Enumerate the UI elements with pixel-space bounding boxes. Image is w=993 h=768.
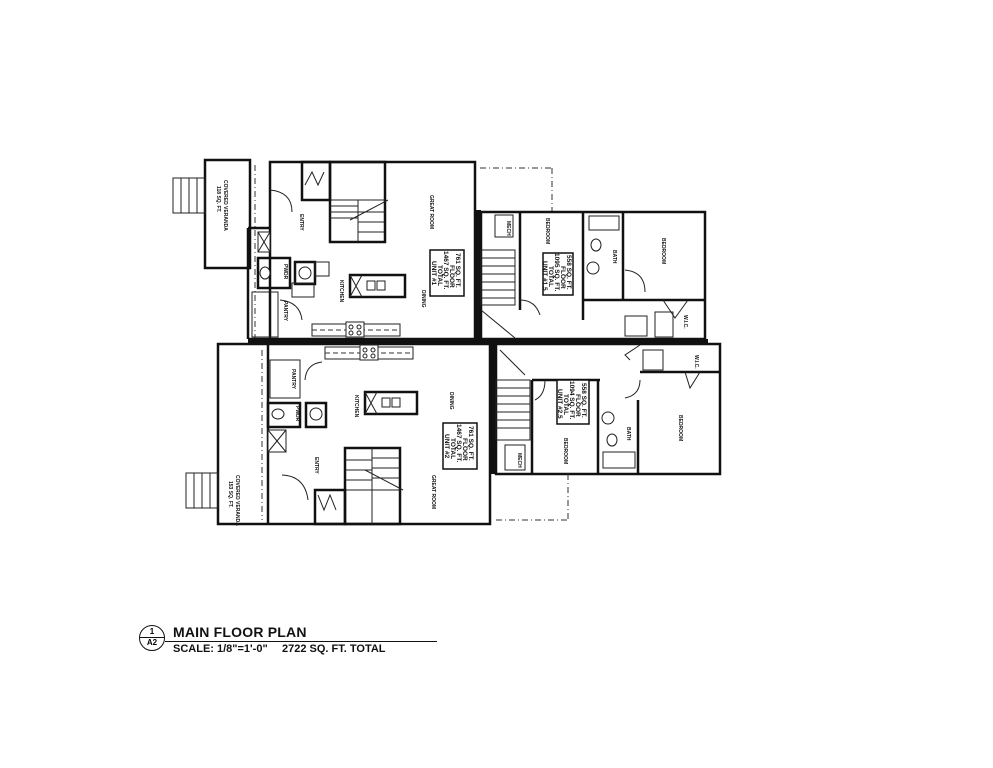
unit-2-total-label: TOTAL <box>449 438 456 459</box>
bedroom-2-5a-label: BEDROOM <box>562 438 568 464</box>
unit-1-total-area: 1467 SQ. FT. <box>442 251 449 289</box>
unit-2-floor-label: FLOOR <box>461 438 468 461</box>
unit-1-floor-label: FLOOR <box>448 265 455 288</box>
veranda-2-area: 153 SQ. FT. <box>227 481 233 508</box>
pwdr-2-label: PWDR <box>294 406 300 422</box>
sheet-number: A2 <box>146 638 158 647</box>
wic-2-5-label: W.I.C. <box>693 355 699 369</box>
unit-1-5-unit-label: UNIT #1.5 <box>541 261 548 291</box>
drawing-total-area: 2722 SQ. FT. TOTAL <box>282 643 386 655</box>
detail-bubble: 1 A2 <box>139 625 165 651</box>
party-wall-lower <box>490 344 496 474</box>
kitchen-2-label: KITCHEN <box>353 395 359 418</box>
unit-1-total-label: TOTAL <box>436 265 443 286</box>
unit-2-area-box <box>442 422 478 470</box>
unit-1-plan: 761 SQ. FT. FLOOR 1467 SQ. FT. TOTAL UNI… <box>172 158 477 341</box>
entry-2-label: ENTRY <box>313 457 319 474</box>
veranda-1-label: COVERED VERANDA <box>222 180 228 231</box>
bath-2-5-label: BATH <box>625 427 631 441</box>
pantry-1-label: PANTRY <box>282 301 288 322</box>
pantry-2-label: PANTRY <box>290 369 296 390</box>
bedroom-1-5a-label: BEDROOM <box>544 218 550 244</box>
entry-1-label: ENTRY <box>298 214 304 231</box>
mech-2-5-label: MECH <box>516 453 522 468</box>
bedroom-2-5b-label: BEDROOM <box>677 415 683 441</box>
unit-2-5-floor-label: FLOOR <box>574 394 581 417</box>
mech-1-5-label: MECH <box>505 221 511 236</box>
unit-2-5-unit-label: UNIT #2.5 <box>556 389 563 419</box>
dining-1-label: DINING <box>420 290 426 308</box>
unit-2-5-total-label: TOTAL <box>562 394 569 415</box>
drawing-title-block: 1 A2 MAIN FLOOR PLAN SCALE: 1/8"=1'-0" 2… <box>139 623 439 657</box>
dining-2-label: DINING <box>448 392 454 410</box>
great-room-1-label: GREAT ROOM <box>428 195 434 229</box>
unit-1-unit-label: UNIT #1 <box>430 261 437 286</box>
unit-2-floor-area: 761 SQ. FT. <box>467 426 474 461</box>
unit-2-unit-label: UNIT #2 <box>443 434 450 459</box>
wic-1-5-label: W.I.C. <box>682 315 688 329</box>
unit-2-5-area-box <box>556 379 590 425</box>
unit-1-5-total-area: 1095 SQ. FT. <box>553 253 560 291</box>
bath-1-5-label: BATH <box>611 250 617 264</box>
drawing-title: MAIN FLOOR PLAN <box>173 624 307 640</box>
unit-2-plan: 761 SQ. FT. FLOOR 1467 SQ. FT. TOTAL UNI… <box>185 342 492 526</box>
detail-number: 1 <box>149 627 155 636</box>
veranda-1-wall <box>203 158 252 270</box>
unit-1-5-floor-area: 558 SQ. FT. <box>565 255 572 290</box>
unit-2-5-floor-area: 558 SQ. FT. <box>580 383 587 418</box>
unit-1-area-box <box>429 249 465 297</box>
title-underline <box>165 641 437 642</box>
great-room-2-label: GREAT ROOM <box>430 475 436 509</box>
unit-1-5-floor-label: FLOOR <box>559 266 566 289</box>
party-wall-upper <box>475 210 481 340</box>
bedroom-1-5b-label: BEDROOM <box>660 238 666 264</box>
veranda-1-area: 118 SQ. FT. <box>215 186 221 213</box>
party-wall-horizontal <box>248 339 708 344</box>
unit-2-5-plan: 558 SQ. FT. FLOOR 1094 SQ. FT. TOTAL UNI… <box>494 342 722 521</box>
unit-1-5-total-label: TOTAL <box>547 266 554 287</box>
kitchen-1-label: KITCHEN <box>338 280 344 303</box>
pwdr-1-label: PWDR <box>282 264 288 280</box>
unit-2-total-area: 1467 SQ. FT. <box>455 424 462 462</box>
drawing-scale: SCALE: 1/8"=1'-0" <box>173 643 268 655</box>
bubble-divider <box>140 637 164 638</box>
unit-1-5-area-box <box>542 252 574 296</box>
unit-1-floor-area: 761 SQ. FT. <box>454 253 461 288</box>
unit-2-kitchen-island <box>363 390 419 416</box>
unit-1-kitchen-island <box>348 273 407 299</box>
unit-1-5-plan: 558 SQ. FT. FLOOR 1095 SQ. FT. TOTAL UNI… <box>479 167 707 341</box>
unit-2-5-total-area: 1094 SQ. FT. <box>568 381 575 419</box>
veranda-2-label: COVERED VERANDA <box>234 475 240 526</box>
